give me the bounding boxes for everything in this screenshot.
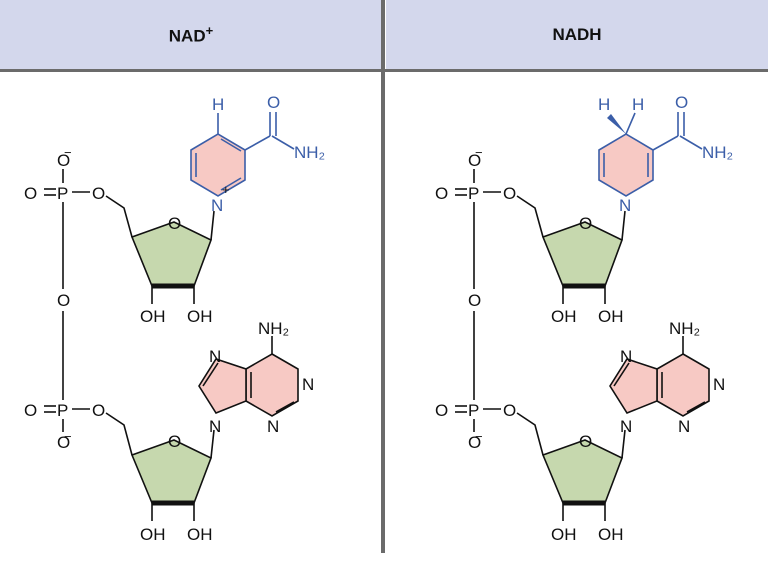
- atom-o-label: O: [435, 184, 448, 203]
- header-title-nad-plus: NAD+: [169, 23, 213, 47]
- atom-oh-label: OH: [187, 525, 213, 544]
- panel-divider: [381, 0, 385, 553]
- charge-minus-label: −: [64, 145, 72, 160]
- nadh-atom-labels: O − O P O O O P O O − O OH OH O OH OH H …: [435, 93, 733, 544]
- atom-oh-label: OH: [598, 525, 624, 544]
- atom-oh-label: OH: [598, 307, 624, 326]
- atom-o-label: O: [267, 93, 280, 112]
- atom-o-label: O: [168, 214, 181, 233]
- atom-p-label: P: [57, 401, 68, 420]
- header-plus-sup: +: [205, 23, 214, 39]
- atom-oh-label: OH: [187, 307, 213, 326]
- header-title-nadh: NADH: [552, 25, 602, 44]
- atom-n-label: N: [713, 375, 725, 394]
- atom-o-label: O: [92, 184, 105, 203]
- atom-o-label: O: [468, 433, 481, 452]
- header-nad-plus: NAD+: [0, 0, 382, 70]
- atom-o-label: O: [24, 401, 37, 420]
- atom-o-label: O: [57, 151, 70, 170]
- atom-n-label: N: [267, 417, 279, 436]
- atom-oh-label: OH: [551, 307, 577, 326]
- charge-minus-label: −: [475, 145, 483, 160]
- atom-p-label: P: [57, 184, 68, 203]
- atom-nh2-label: NH₂: [294, 143, 325, 162]
- atom-o-label: O: [579, 432, 592, 451]
- atom-o-label: O: [92, 401, 105, 420]
- atom-o-label: O: [57, 433, 70, 452]
- atom-o-label: O: [435, 401, 448, 420]
- charge-minus-label: −: [475, 429, 483, 444]
- atom-nh2-label: NH₂: [702, 143, 733, 162]
- atom-p-label: P: [468, 184, 479, 203]
- atom-o-label: O: [468, 151, 481, 170]
- atom-o-label: O: [57, 291, 70, 310]
- nad-plus-atom-labels: O − O P O O O P O O − O OH OH O OH OH H …: [24, 93, 325, 544]
- atom-n-label: N: [302, 375, 314, 394]
- atom-n-label: N: [211, 196, 223, 215]
- atom-p-label: P: [468, 401, 479, 420]
- atom-n-label: N: [619, 196, 631, 215]
- atom-nh2-label: NH₂: [258, 319, 289, 338]
- atom-nh2-label: NH₂: [669, 319, 700, 338]
- atom-oh-label: OH: [140, 525, 166, 544]
- atom-n-label: N: [209, 347, 221, 366]
- atom-oh-label: OH: [140, 307, 166, 326]
- charge-minus-label: −: [64, 429, 72, 444]
- atom-h-label: H: [632, 95, 644, 114]
- atom-n-label: N: [620, 417, 632, 436]
- atom-h-label: H: [212, 95, 224, 114]
- atom-o-label: O: [503, 401, 516, 420]
- charge-plus-label: +: [222, 182, 230, 197]
- nadh-molecule: [455, 112, 709, 521]
- atom-oh-label: OH: [551, 525, 577, 544]
- atom-o-label: O: [24, 184, 37, 203]
- atom-n-label: N: [209, 417, 221, 436]
- atom-h-label: H: [598, 95, 610, 114]
- atom-n-label: N: [678, 417, 690, 436]
- atom-n-label: N: [620, 347, 632, 366]
- atom-o-label: O: [503, 184, 516, 203]
- nad-plus-molecule: [44, 112, 298, 521]
- atom-o-label: O: [168, 432, 181, 451]
- atom-o-label: O: [675, 93, 688, 112]
- header-nad-text: NAD: [168, 26, 206, 46]
- header-nadh: NADH: [386, 0, 768, 70]
- atom-o-label: O: [468, 291, 481, 310]
- atom-o-label: O: [579, 214, 592, 233]
